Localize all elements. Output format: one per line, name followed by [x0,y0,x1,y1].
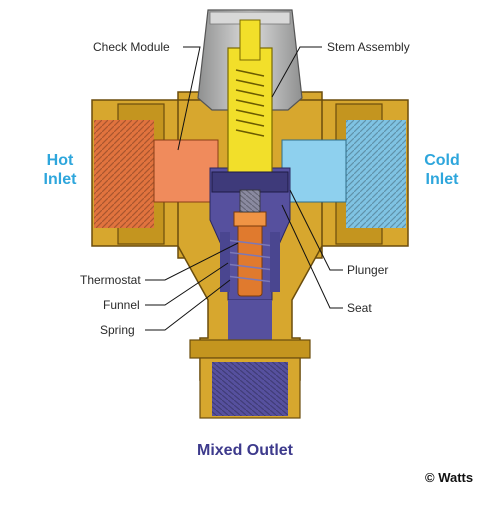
label-funnel: Funnel [103,298,140,312]
mixed-outlet-label: Mixed Outlet [197,442,294,459]
cold-inlet-line2: Inlet [425,171,459,188]
label-seat: Seat [347,301,372,315]
label-spring: Spring [100,323,135,337]
copyright-watts: © Watts [425,470,474,485]
stem-body [227,47,273,177]
stem-spring [235,69,265,137]
leader-lines [145,46,343,331]
plunger [211,171,289,193]
hot-inlet-label: Hot Inlet [40,151,80,189]
hot-inlet-line1: Hot [46,152,74,169]
outlet-water [228,300,272,340]
hot-inlet-chamber [153,139,219,203]
label-stem-assembly: Stem Assembly [327,40,410,54]
cold-inlet-line1: Cold [424,152,460,169]
label-plunger: Plunger [347,263,389,277]
label-check-module: Check Module [93,40,170,54]
funnel [220,232,280,292]
outlet-nut [189,339,311,359]
hot-inlet-line2: Inlet [43,171,77,188]
label-thermostat: Thermostat [80,273,141,287]
thermostat-spring [225,239,275,283]
cold-inlet-label: Cold Inlet [420,151,464,189]
